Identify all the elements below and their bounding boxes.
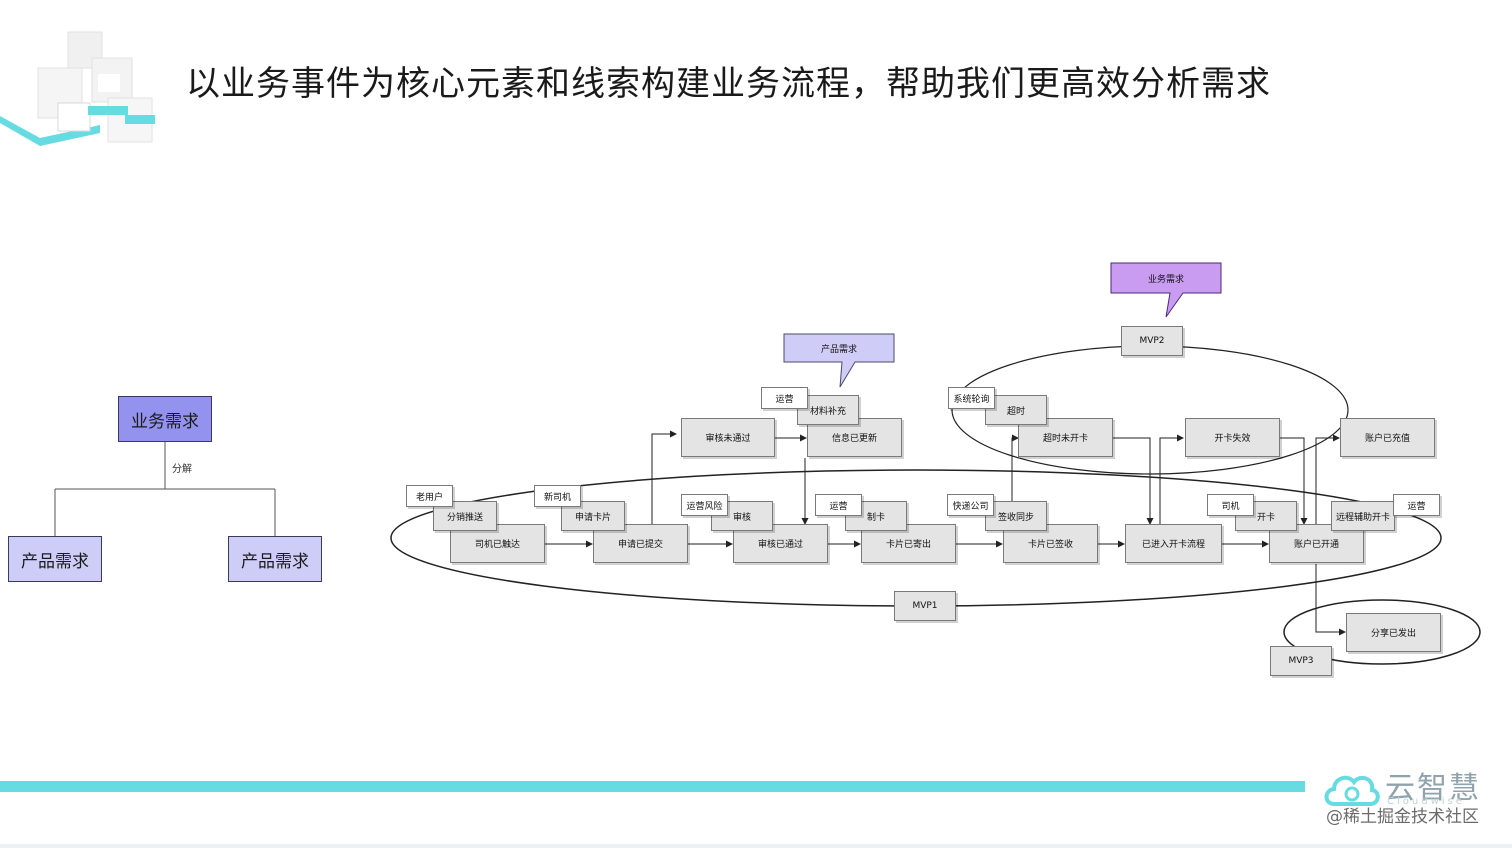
tree-child-product-requirement-1: 产品需求 bbox=[8, 536, 102, 582]
callout-product-requirement: 产品需求 bbox=[820, 344, 857, 355]
event-activation-failed: 开卡失效 bbox=[1185, 418, 1280, 457]
command-apply-card: 申请卡片 bbox=[561, 501, 625, 531]
flow-arrows bbox=[545, 430, 1346, 636]
event-enter-activation: 已进入开卡流程 bbox=[1125, 524, 1222, 563]
mvp1-label: MVP1 bbox=[894, 591, 956, 621]
actor-ops-material: 运营 bbox=[761, 387, 808, 409]
event-timeout-not-opened: 超时未开卡 bbox=[1018, 418, 1113, 457]
event-account-recharged: 账户已充值 bbox=[1340, 418, 1435, 457]
brand-name: 云智慧 bbox=[1385, 771, 1481, 806]
page-title: 以业务事件为核心元素和线索构建业务流程，帮助我们更高效分析需求 bbox=[186, 64, 1271, 104]
mvp3-ellipse bbox=[1283, 599, 1481, 665]
watermark: @稀土掘金技术社区 bbox=[1326, 807, 1479, 827]
actor-system-poll: 系统轮询 bbox=[948, 387, 995, 409]
accent-bar bbox=[0, 781, 1305, 792]
actor-driver: 司机 bbox=[1207, 494, 1254, 516]
callout-business-requirement: 业务需求 bbox=[1147, 274, 1184, 285]
mvp2-label: MVP2 bbox=[1121, 326, 1183, 356]
command-distribute-push: 分销推送 bbox=[433, 501, 497, 531]
command-timeout: 超时 bbox=[985, 395, 1047, 425]
command-open-card: 开卡 bbox=[1235, 501, 1297, 531]
actor-ops-risk: 运营风险 bbox=[681, 494, 728, 516]
actor-courier: 快递公司 bbox=[947, 494, 994, 516]
tree-root-business-requirement: 业务需求 bbox=[118, 396, 212, 442]
event-share-sent: 分享已发出 bbox=[1346, 613, 1441, 652]
tree-connectors bbox=[54, 442, 276, 536]
actor-ops-remote: 运营 bbox=[1393, 494, 1440, 516]
command-remote-assist: 远程辅助开卡 bbox=[1331, 501, 1395, 531]
event-review-failed: 审核未通过 bbox=[681, 418, 775, 457]
actor-ops-make: 运营 bbox=[815, 494, 862, 516]
mvp3-label: MVP3 bbox=[1270, 646, 1332, 676]
command-review: 审核 bbox=[711, 501, 773, 531]
logo-cubes-icon bbox=[0, 31, 155, 146]
footer-strip bbox=[0, 844, 1512, 848]
actor-new-driver: 新司机 bbox=[534, 485, 581, 507]
brand-subtitle: Cloudwise bbox=[1387, 796, 1465, 807]
tree-edge-label: 分解 bbox=[172, 464, 192, 475]
callout-business-shape bbox=[1110, 262, 1222, 318]
cloud-logo-icon bbox=[1324, 775, 1380, 806]
event-driver-reached: 司机已触达 bbox=[450, 524, 545, 563]
callout-product-shape bbox=[783, 333, 895, 388]
command-sign-sync: 签收同步 bbox=[985, 501, 1047, 531]
actor-old-user: 老用户 bbox=[406, 485, 453, 507]
tree-child-product-requirement-2: 产品需求 bbox=[228, 536, 322, 582]
